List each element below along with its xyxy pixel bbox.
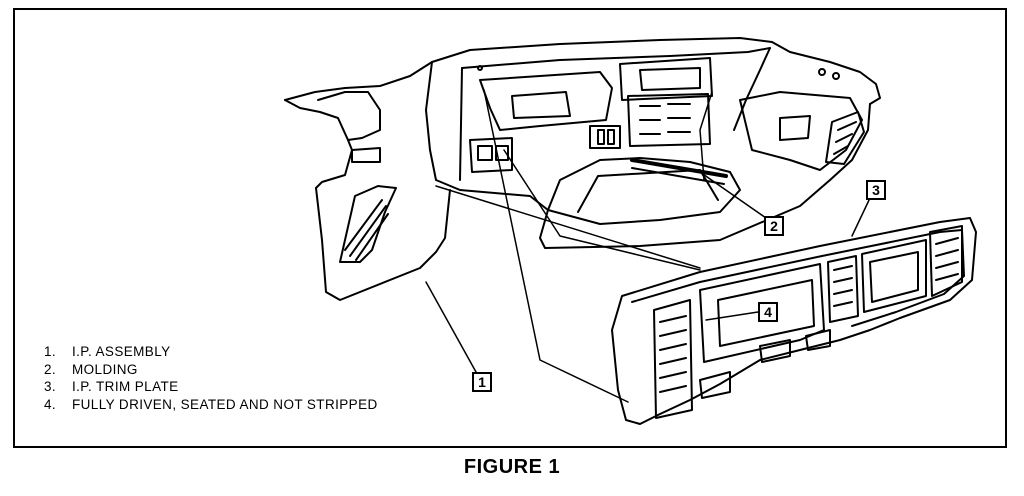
legend: 1. I.P. ASSEMBLY 2. MOLDING 3. I.P. TRIM… [44, 343, 378, 413]
legend-item-number: 4. [44, 396, 57, 412]
legend-item-label: MOLDING [72, 361, 138, 377]
legend-item: 1. I.P. ASSEMBLY [44, 343, 378, 361]
callout-3: 3 [866, 180, 886, 200]
ip-trim-plate-drawing [611, 217, 977, 425]
callout-4: 4 [758, 302, 778, 322]
legend-item-label: I.P. ASSEMBLY [72, 344, 171, 359]
callout-1: 1 [472, 372, 492, 392]
legend-item: 2. MOLDING [44, 361, 378, 379]
figure-caption: FIGURE 1 [463, 456, 561, 478]
legend-item-label: FULLY DRIVEN, SEATED AND NOT STRIPPED [72, 396, 378, 412]
callout-2: 2 [764, 216, 784, 236]
legend-item: 4. FULLY DRIVEN, SEATED AND NOT STRIPPED [44, 396, 378, 414]
legend-item-number: 1. [44, 344, 57, 359]
legend-item-number: 2. [44, 361, 57, 377]
leader-lines [425, 89, 871, 403]
legend-item-number: 3. [44, 379, 57, 394]
ip-assembly-drawing [284, 37, 881, 301]
legend-item-label: I.P. TRIM PLATE [72, 379, 179, 394]
figure-frame [13, 8, 1007, 448]
legend-item: 3. I.P. TRIM PLATE [44, 378, 378, 396]
